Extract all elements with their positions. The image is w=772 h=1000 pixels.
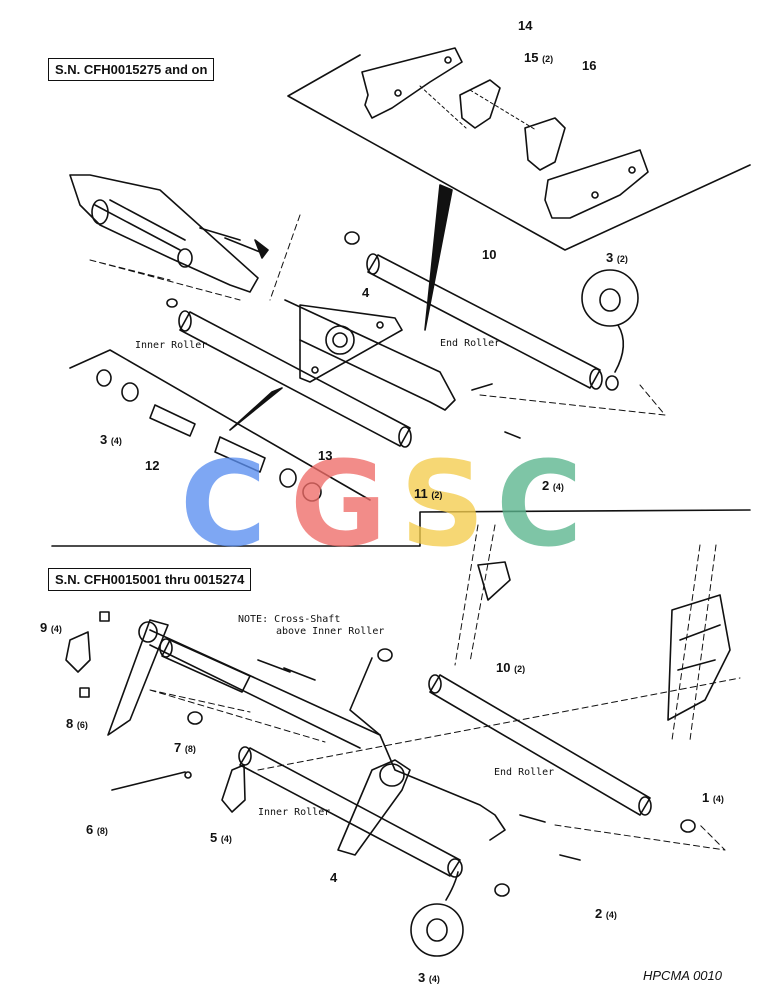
callout-15: 15 (2) (524, 50, 554, 65)
callout-9: 9 (4) (40, 620, 62, 635)
top-frame-line (287, 54, 751, 251)
inner-roller-label-top: Inner Roller (135, 340, 208, 351)
pointer-wedge-mid (229, 387, 283, 431)
callout-5: 5 (4) (210, 830, 232, 845)
callout-4-top: 4 (362, 285, 370, 300)
center-bracket-4-top (299, 304, 403, 383)
pointer-wedge-top (424, 184, 453, 331)
callout-3-top-right: 3 (2) (606, 250, 628, 265)
callout-16: 16 (582, 58, 597, 73)
callout-12: 12 (145, 458, 160, 473)
clip-5 (221, 764, 246, 813)
callout-14: 14 (518, 18, 533, 33)
watermark-letter-g: G (290, 435, 387, 573)
end-roller-label-top: End Roller (440, 338, 501, 349)
detail-circle-top (581, 269, 639, 327)
callout-2-top: 2 (4) (542, 478, 564, 493)
bracket-14 (361, 47, 463, 119)
detail-circle-bottom (410, 903, 464, 957)
inner-roller-top (178, 310, 412, 448)
callout-6: 6 (8) (86, 822, 108, 837)
arm-4-bottom (337, 759, 411, 856)
callout-8: 8 (6) (66, 716, 88, 731)
callout-1: 1 (4) (702, 790, 724, 805)
separator-line (51, 509, 751, 547)
clip-9 (65, 631, 91, 673)
serial-range-top: S.N. CFH0015275 and on (48, 58, 215, 81)
end-roller-bottom (428, 674, 652, 816)
shaft-12-assembly (96, 369, 322, 502)
callout-13: 13 (318, 448, 333, 463)
inner-roller-label-bottom: Inner Roller (258, 807, 331, 818)
left-arm-assembly-top (69, 174, 259, 293)
note-line-1: NOTE: Cross-Shaft (238, 614, 341, 625)
callout-3-bottom: 3 (4) (418, 970, 440, 985)
watermark-letter-c1: C (180, 435, 267, 573)
inner-roller-bottom-top (159, 638, 251, 693)
mid-frame-line (69, 349, 371, 501)
callout-7: 7 (8) (174, 740, 196, 755)
figure-code: HPCMA 0010 (643, 968, 722, 983)
left-arm-bottom (107, 619, 169, 736)
end-roller-top (366, 253, 603, 390)
callout-3-top-left: 3 (4) (100, 432, 122, 447)
bracket-16 (524, 117, 649, 219)
bracket-15 (459, 79, 501, 129)
callout-2-bottom: 2 (4) (595, 906, 617, 921)
cross-shaft-note: NOTE: Cross-Shaft above Inner Roller (238, 614, 384, 638)
note-line-2: above Inner Roller (276, 626, 385, 637)
right-linkage-bottom (667, 594, 731, 721)
watermark-letter-c2: C (496, 435, 583, 573)
callout-4-bottom: 4 (330, 870, 338, 885)
inner-roller-bottom (238, 746, 463, 878)
watermark-letter-s: S (400, 435, 485, 573)
end-roller-label-bottom: End Roller (494, 767, 555, 778)
serial-range-bottom: S.N. CFH0015001 thru 0015274 (48, 568, 252, 591)
callout-11: 11 (2) (414, 486, 443, 501)
callout-10-top: 10 (482, 247, 497, 262)
callout-10-bottom: 10 (2) (496, 660, 526, 675)
